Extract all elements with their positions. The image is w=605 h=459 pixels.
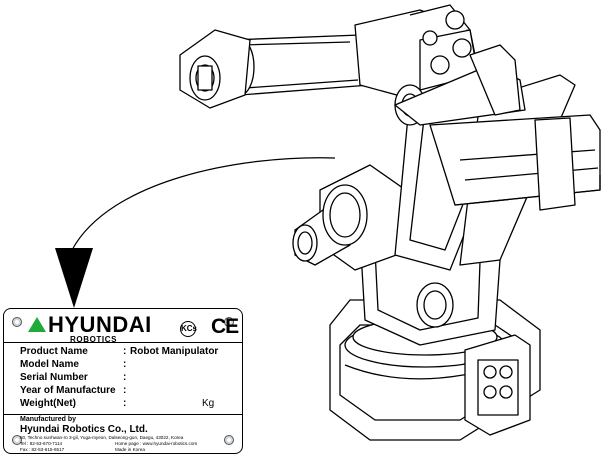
- field-row: Year of Manufacture :: [20, 385, 240, 398]
- field-label: Product Name: [20, 346, 88, 357]
- arrowhead-icon: [55, 248, 93, 308]
- ce-mark: CE: [211, 315, 239, 338]
- manufacturer-block: Manufactured by Hyundai Robotics Co., Lt…: [20, 416, 235, 453]
- manufacturer-address: 50, Techno sunhwan-ro 3-gil, Yuga-myeon,…: [20, 435, 184, 440]
- kcs-mark: KCs: [180, 321, 197, 337]
- nameplate: HYUNDAI ROBOTICS KCs CE Product Name : R…: [3, 308, 243, 454]
- brand-subtitle: ROBOTICS: [70, 335, 118, 344]
- field-colon: :: [123, 385, 127, 396]
- pointer-curve: [71, 157, 336, 251]
- logo-row: HYUNDAI ROBOTICS KCs CE: [28, 312, 239, 344]
- manufacturer-name: Hyundai Robotics Co., Ltd.: [20, 424, 148, 435]
- divider: [4, 342, 242, 343]
- field-label: Weight(Net): [20, 398, 76, 409]
- made-in: Made in Korea: [115, 447, 145, 452]
- contact-row: Tel : 82-53-670-7114 Home page : www.hyu…: [20, 441, 235, 447]
- manufactured-by-label: Manufactured by: [20, 416, 77, 423]
- screw-icon: [12, 435, 22, 445]
- field-label: Serial Number: [20, 372, 88, 383]
- field-colon: :: [123, 372, 127, 383]
- field-colon: :: [123, 346, 127, 357]
- screw-icon: [12, 317, 22, 327]
- field-row: Product Name : Robot Manipulator: [20, 346, 240, 359]
- field-label: Year of Manufacture: [20, 385, 116, 396]
- brand-name: HYUNDAI: [48, 312, 152, 337]
- field-row: Serial Number :: [20, 372, 240, 385]
- screw-icon: [224, 435, 234, 445]
- field-row: Weight(Net) : Kg: [20, 398, 240, 411]
- field-label: Model Name: [20, 359, 79, 370]
- field-colon: :: [123, 359, 127, 370]
- homepage: Home page : www.hyundai-robotics.com: [115, 441, 198, 446]
- green-triangle-icon: [28, 317, 46, 332]
- field-unit: Kg: [202, 398, 215, 409]
- divider: [4, 414, 242, 415]
- field-row: Model Name :: [20, 359, 240, 372]
- field-value: Robot Manipulator: [130, 346, 219, 357]
- nameplate-fields: Product Name : Robot Manipulator Model N…: [20, 346, 240, 411]
- screw-icon: [224, 317, 234, 327]
- contact-row: Fax : 82-53-615-6517 Made in Korea: [20, 447, 235, 453]
- field-colon: :: [123, 398, 127, 409]
- tel-number: Tel : 82-53-670-7114: [20, 441, 63, 446]
- fax-number: Fax : 82-53-615-6517: [20, 447, 65, 452]
